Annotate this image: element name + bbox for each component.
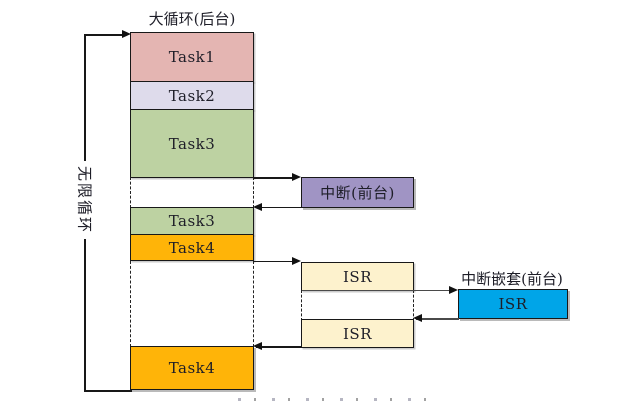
interrupt-entry-arrowhead-icon	[292, 173, 301, 181]
task-block-task2: Task2	[130, 81, 254, 110]
task-block-task4: Task4	[130, 234, 254, 261]
isr-return-line	[256, 346, 302, 348]
task-block-task3: Task3	[130, 109, 254, 178]
task3-label: Task3	[168, 134, 216, 153]
loop-restart-arrowhead-icon	[122, 30, 131, 38]
interrupt-label: 中断(前台)	[320, 184, 395, 202]
isr-gap-right-dashed-edge	[412, 290, 414, 321]
isr-box-1: ISR	[301, 262, 414, 291]
task-block-task1: Task1	[130, 32, 254, 82]
isr2-label: ISR	[343, 324, 372, 343]
infinite-loop-top-line	[84, 34, 123, 36]
interrupt-return-arrowhead-icon	[253, 202, 262, 211]
nested-isr-label: ISR	[498, 295, 528, 313]
isr-entry-line	[253, 260, 294, 262]
nested-isr-return-line	[416, 318, 459, 320]
isr-box-2: ISR	[301, 319, 414, 348]
task-block-task4-resumed: Task4	[130, 346, 254, 390]
isr1-label: ISR	[343, 267, 372, 286]
nested-isr-box: ISR	[458, 289, 568, 319]
idle-gap1-right-dashed-edge	[252, 177, 254, 208]
task2-label: Task2	[168, 86, 216, 105]
nested-interrupt-title: 中断嵌套(前台)	[461, 270, 563, 288]
isr-entry-arrowhead-icon	[292, 256, 301, 265]
infinite-loop-label: 无限循环	[74, 160, 96, 240]
task1-label: Task1	[168, 48, 216, 66]
task4-label: Task4	[168, 238, 216, 257]
interrupt-box: 中断(前台)	[301, 177, 414, 208]
isr-return-arrowhead-icon	[253, 342, 262, 350]
interrupt-return-line	[256, 206, 302, 208]
nested-isr-entry-arrowhead-icon	[449, 285, 458, 294]
idle-gap2-left-dashed-edge	[130, 261, 131, 347]
task4-resumed-label: Task4	[168, 359, 216, 377]
task3-resumed-label: Task3	[168, 212, 216, 230]
idle-gap2-right-dashed-edge	[252, 261, 254, 347]
cropped-caption-fragment	[238, 398, 438, 401]
interrupt-entry-line	[253, 177, 294, 179]
background-loop-title: 大循环(后台)	[148, 10, 236, 28]
idle-gap1-left-dashed-edge	[130, 177, 131, 208]
nested-isr-entry-line	[302, 289, 450, 291]
nested-isr-return-arrowhead-icon	[413, 314, 422, 322]
infinite-loop-bottom-line	[84, 390, 132, 392]
task-block-task3-resumed: Task3	[130, 207, 254, 235]
isr-gap-left-dashed-edge	[301, 290, 302, 321]
